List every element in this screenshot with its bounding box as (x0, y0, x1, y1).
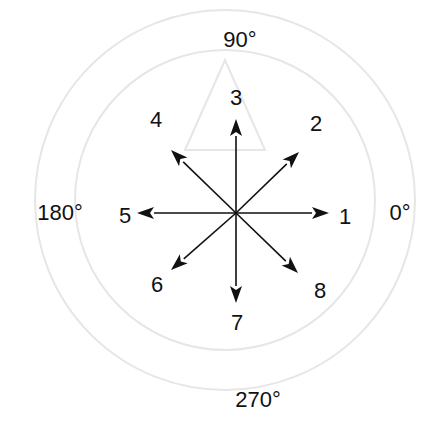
arrow-shaft (235, 136, 237, 213)
direction-number: 7 (231, 312, 243, 334)
direction-number: 3 (230, 87, 242, 109)
angle-label: 0° (389, 202, 410, 224)
arrow-head (230, 286, 242, 303)
arrow-head (171, 254, 188, 270)
direction-number: 2 (310, 113, 322, 135)
angle-label: 90° (223, 29, 256, 51)
watermark (35, 10, 415, 390)
arrow-head (230, 119, 242, 136)
watermark-ring (75, 50, 375, 350)
arrow-shaft (184, 213, 236, 259)
arrow-shaft (154, 212, 236, 214)
arrow-shaft (236, 213, 286, 261)
arrow-head (282, 257, 298, 273)
arrow-head (171, 150, 187, 166)
arrow-head (283, 152, 299, 168)
watermark-crown (185, 60, 265, 150)
arrow-shaft (236, 164, 287, 213)
angle-label: 270° (235, 389, 281, 411)
direction-number: 8 (314, 280, 326, 302)
arrow-shaft (183, 162, 236, 213)
angle-label: 180° (37, 202, 83, 224)
direction-number: 4 (150, 109, 162, 131)
arrow-shaft (235, 213, 237, 286)
arrow-head (312, 207, 329, 219)
direction-number: 5 (119, 205, 131, 227)
arrow-shaft (236, 212, 312, 214)
direction-number: 1 (339, 206, 351, 228)
arrow-head (137, 207, 154, 219)
watermark-ring (35, 10, 415, 390)
direction-number: 6 (151, 274, 163, 296)
